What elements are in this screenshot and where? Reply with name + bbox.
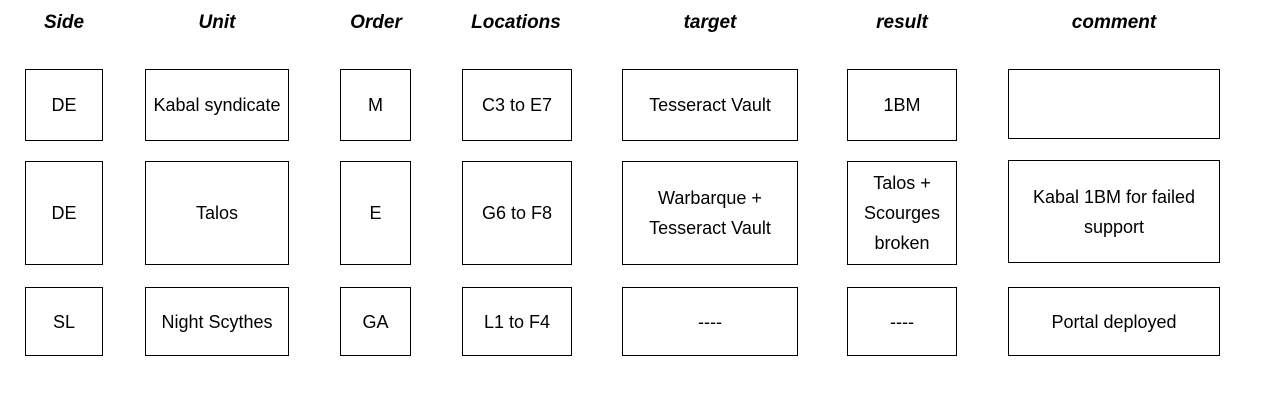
table-row: DE xyxy=(25,161,103,265)
cell-order: M xyxy=(368,95,383,115)
cell-target: ---- xyxy=(698,311,722,332)
cell-side: DE xyxy=(51,95,77,115)
column-header-side: Side xyxy=(43,12,85,33)
table-row: SL xyxy=(25,287,103,356)
cell-locations: G6 to F8 xyxy=(481,203,553,223)
cell-order: E xyxy=(369,203,382,223)
table-row: Talos + Scourges broken xyxy=(847,161,957,265)
cell-target: Tesseract Vault xyxy=(649,95,771,115)
table-row: Portal deployed xyxy=(1008,287,1220,356)
table-row: Kabal syndicate xyxy=(145,69,289,141)
table-row xyxy=(1008,69,1220,139)
cell-target: Warbarque + Tesseract Vault xyxy=(649,188,771,238)
table-row: Night Scythes xyxy=(145,287,289,356)
cell-side: SL xyxy=(52,311,76,332)
table-row: L1 to F4 xyxy=(462,287,572,356)
cell-side: DE xyxy=(51,203,77,223)
column-header-order: Order xyxy=(350,12,402,33)
table-row: G6 to F8 xyxy=(462,161,572,265)
table-row: Tesseract Vault xyxy=(622,69,798,141)
cell-result: ---- xyxy=(890,311,914,332)
column-header-locations: Locations xyxy=(471,12,561,33)
cell-unit: Night Scythes xyxy=(161,311,273,332)
table-row: Kabal 1BM for failed support xyxy=(1008,160,1220,263)
table-row: GA xyxy=(340,287,411,356)
column-header-target: target xyxy=(683,12,737,33)
cell-comment: Portal deployed xyxy=(1051,311,1177,332)
cell-order: GA xyxy=(362,311,389,332)
column-header-result: result xyxy=(876,12,928,33)
column-header-unit: Unit xyxy=(198,12,236,33)
table-row: DE xyxy=(25,69,103,141)
cell-comment: Kabal 1BM for failed support xyxy=(1032,186,1196,237)
table-row: E xyxy=(340,161,411,265)
table-row: Talos xyxy=(145,161,289,265)
table-row: 1BM xyxy=(847,69,957,141)
cell-unit: Kabal syndicate xyxy=(153,95,281,115)
cell-locations: C3 to E7 xyxy=(481,95,553,115)
cell-unit: Talos xyxy=(195,203,239,223)
table-row: M xyxy=(340,69,411,141)
cell-locations: L1 to F4 xyxy=(483,311,551,332)
table-row: ---- xyxy=(847,287,957,356)
cell-result: Talos + Scourges broken xyxy=(863,173,941,253)
cell-result: 1BM xyxy=(883,95,921,115)
table-row: Warbarque + Tesseract Vault xyxy=(622,161,798,265)
table-row: ---- xyxy=(622,287,798,356)
table-row: C3 to E7 xyxy=(462,69,572,141)
column-header-comment: comment xyxy=(1071,12,1157,33)
